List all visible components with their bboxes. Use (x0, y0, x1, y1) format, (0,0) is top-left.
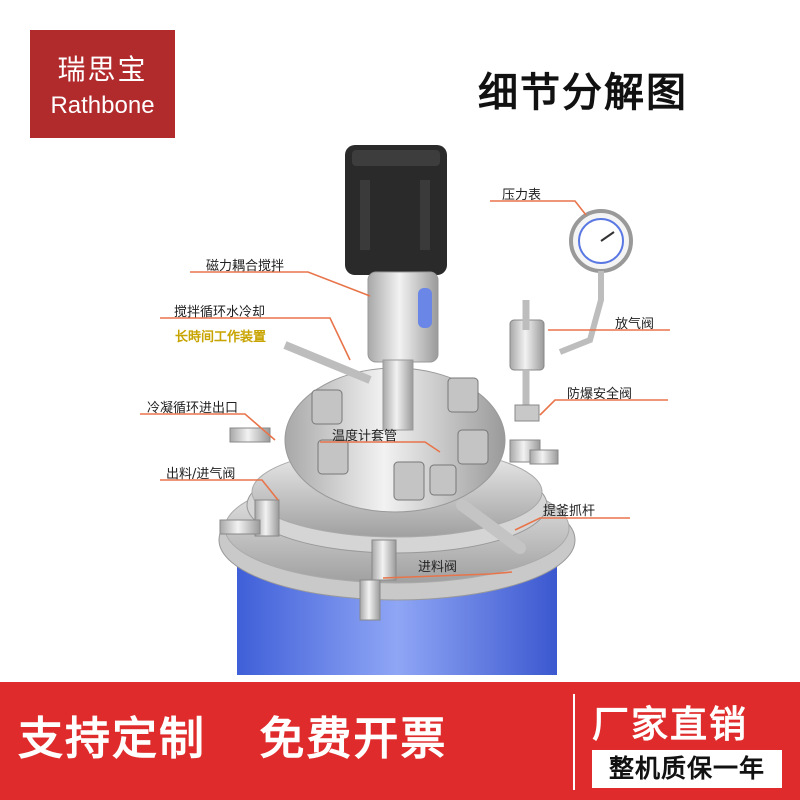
label-discharge-valve: 出料/进气阀 (166, 467, 236, 482)
reactor-illustration (140, 145, 670, 675)
brand-name-cn: 瑞思宝 (57, 53, 148, 86)
promo-banner: 支持定制 免费开票 厂家直销 整机质保一年 (0, 682, 800, 800)
label-magnetic-stirring: 磁力耦合搅拌 (206, 259, 285, 274)
lift-handle-rod (456, 499, 526, 554)
custom-text: 支持定制 (18, 712, 207, 765)
brand-logo: 瑞思宝 Rathbone (30, 30, 175, 138)
page-title: 细节分解图 (478, 70, 688, 116)
side-valves (219, 427, 559, 621)
brand-name-en: Rathbone (50, 92, 155, 119)
label-pressure-gauge: 压力表 (502, 188, 542, 203)
label-vent-valve: 放气阀 (615, 317, 655, 332)
invoice-text: 免费开票 (259, 712, 448, 765)
promo-text: 支持定制 免费开票 (18, 702, 447, 767)
lid-bolts (311, 377, 489, 501)
banner-divider (573, 694, 575, 790)
warranty-badge: 整机质保一年 (592, 750, 782, 788)
label-thermo-sleeve: 温度计套管 (332, 429, 398, 444)
label-condensing-port: 冷凝循环进出口 (147, 401, 239, 416)
label-stirring-cooling: 搅拌循环水冷却 (174, 305, 266, 320)
label-long-work-device: 长時间工作装置 (175, 330, 267, 345)
label-lift-handle: 提釜抓杆 (543, 504, 596, 519)
label-safety-valve: 防爆安全阀 (567, 387, 633, 402)
label-feed-valve: 进料阀 (418, 560, 458, 575)
direct-sale-text: 厂家直销 (592, 703, 748, 746)
stirrer-shaft (382, 359, 414, 431)
